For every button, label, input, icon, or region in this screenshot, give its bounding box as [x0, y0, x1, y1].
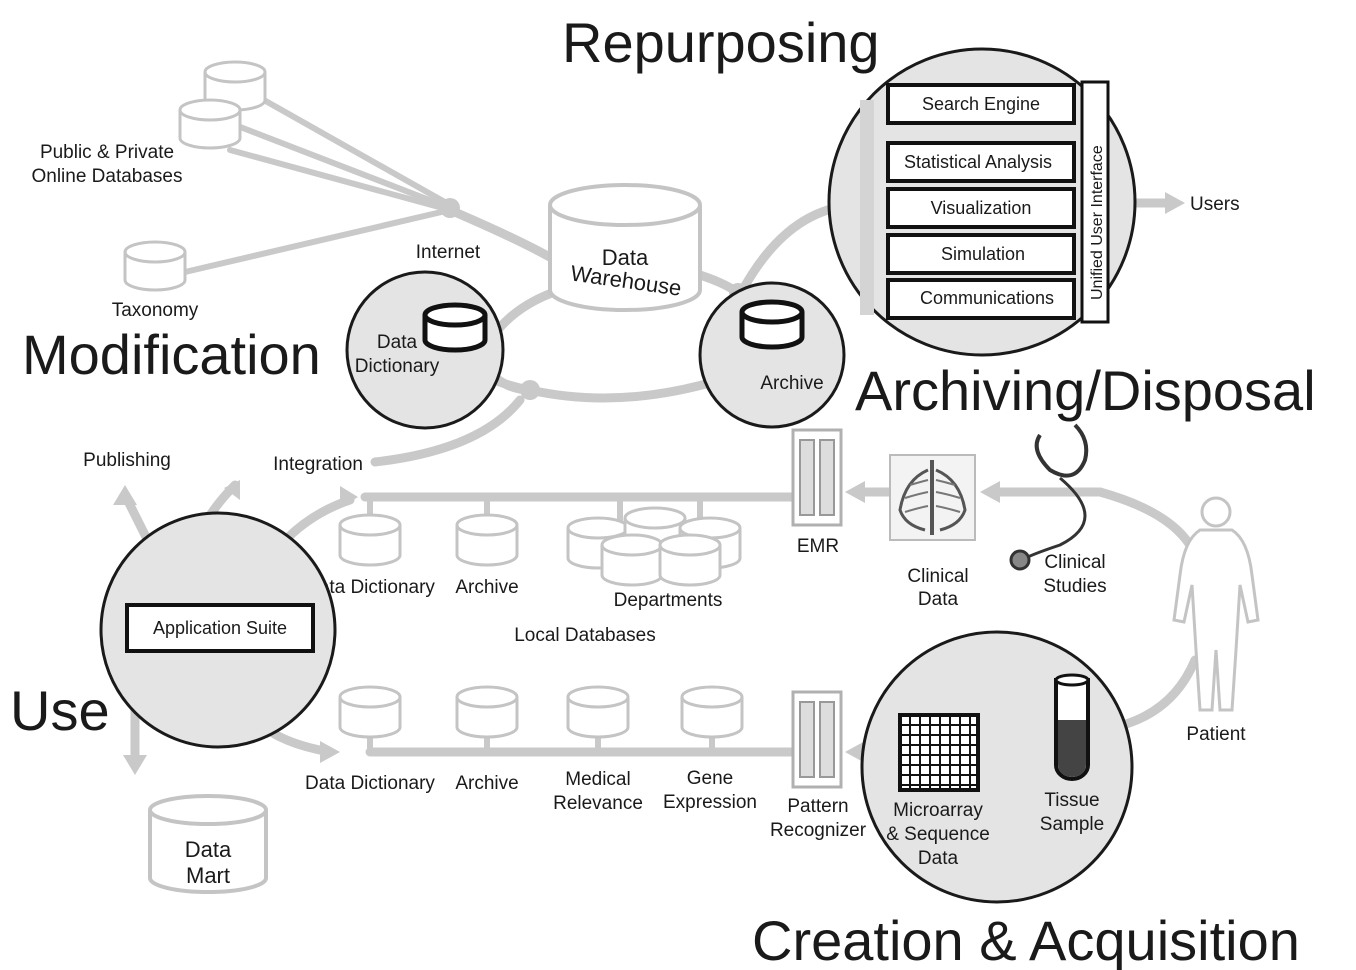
data-warehouse-icon — [548, 183, 702, 312]
microarray-label-1: Microarray — [893, 800, 983, 821]
data-mart-label-2: Mart — [186, 863, 230, 888]
internet-label: Internet — [416, 242, 481, 263]
archive-db-icon — [739, 299, 805, 350]
bottom-data-dictionary-db-icon — [338, 685, 402, 739]
stage-use: Use — [10, 679, 110, 742]
statistical-analysis-label: Statistical Analysis — [904, 152, 1052, 172]
local-data-dictionary-label: Data Dictionary — [305, 577, 435, 598]
simulation-box — [886, 233, 1076, 275]
integration-hub — [520, 380, 540, 400]
local-databases-label: Local Databases — [514, 625, 656, 646]
unified-ui-bar — [1080, 80, 1110, 324]
data-dictionary-label-1: Data — [377, 332, 418, 353]
archive-circle — [698, 281, 846, 429]
gene-expression-db-icon — [680, 685, 744, 739]
search-engine-label: Search Engine — [922, 94, 1040, 114]
taxonomy-db-icon — [123, 240, 187, 292]
local-archive-db-icon — [455, 513, 519, 567]
stage-archiving: Archiving/Disposal — [855, 359, 1316, 422]
taxonomy-label: Taxonomy — [112, 300, 199, 321]
repurposing-tool-boxes: Search Engine Statistical Analysis Visua… — [886, 83, 1076, 320]
gene-expression-label-2: Expression — [663, 792, 757, 813]
archive-circle-label: Archive — [760, 373, 823, 394]
integration-label: Integration — [273, 454, 363, 475]
tissue-sample-label-2: Sample — [1040, 814, 1104, 835]
repurposing-bus — [860, 100, 874, 315]
clinical-data-label-2: Data — [918, 589, 959, 610]
microarray-grid-icon — [898, 713, 980, 792]
stage-creation: Creation & Acquisition — [752, 909, 1300, 970]
local-archive-label: Archive — [455, 577, 518, 598]
medical-relevance-db-icon — [566, 685, 630, 739]
stethoscope-icon — [1009, 423, 1089, 571]
departments-db-cluster-icon — [566, 506, 742, 587]
connection-lines — [120, 92, 1205, 770]
stage-repurposing: Repurposing — [562, 11, 880, 74]
medical-relevance-label-1: Medical — [565, 769, 630, 790]
application-suite-box — [125, 603, 315, 653]
patient-label: Patient — [1186, 724, 1246, 745]
pattern-recognizer-label-2: Recognizer — [770, 820, 867, 841]
emr-label: EMR — [797, 536, 839, 557]
data-dictionary-label-2: Dictionary — [355, 356, 440, 377]
publishing-label: Publishing — [83, 450, 171, 471]
tissue-sample-label-1: Tissue — [1044, 790, 1099, 811]
local-data-dictionary-db-icon — [338, 513, 402, 567]
clinical-studies-label-2: Studies — [1043, 576, 1106, 597]
microarray-label-3: Data — [918, 848, 959, 869]
application-suite-label: Application Suite — [153, 618, 287, 638]
clinical-studies-label-1: Clinical — [1044, 552, 1105, 573]
communications-label: Communications — [920, 288, 1054, 308]
unified-ui-label: Unified User Interface — [1089, 145, 1106, 300]
bottom-data-dictionary-label: Data Dictionary — [305, 773, 435, 794]
public-db-label-2: Online Databases — [31, 166, 182, 187]
pattern-recognizer-server-icon — [791, 690, 843, 789]
gene-expression-label-1: Gene — [687, 768, 733, 789]
data-dictionary-db-icon — [422, 302, 488, 353]
internet-hub — [440, 198, 460, 218]
public-databases-icon — [178, 60, 267, 150]
emr-server-icon — [791, 428, 843, 527]
tissue-sample-tube-icon — [1054, 673, 1090, 781]
bottom-archive-label: Archive — [455, 773, 518, 794]
communications-box — [886, 278, 1076, 320]
search-engine-box — [886, 83, 1076, 125]
users-label: Users — [1190, 194, 1240, 215]
bottom-archive-db-icon — [455, 685, 519, 739]
data-warehouse-label-1: Data — [602, 245, 649, 270]
pattern-recognizer-label-1: Pattern — [787, 796, 848, 817]
public-db-label-1: Public & Private — [40, 142, 174, 163]
simulation-label: Simulation — [941, 244, 1025, 264]
chest-xray-icon — [889, 454, 976, 541]
visualization-box — [886, 187, 1076, 229]
clinical-data-label-1: Clinical — [907, 566, 968, 587]
stage-modification: Modification — [22, 323, 321, 386]
medical-relevance-label-2: Relevance — [553, 793, 643, 814]
data-mart-label-1: Data — [185, 837, 232, 862]
visualization-label: Visualization — [931, 198, 1032, 218]
statistical-analysis-box — [886, 141, 1076, 183]
data-mart-db-icon — [148, 794, 268, 894]
modification-circle — [345, 270, 505, 430]
microarray-label-2: & Sequence — [886, 824, 990, 845]
patient-figure-icon — [1172, 496, 1260, 712]
departments-label: Departments — [614, 590, 723, 611]
